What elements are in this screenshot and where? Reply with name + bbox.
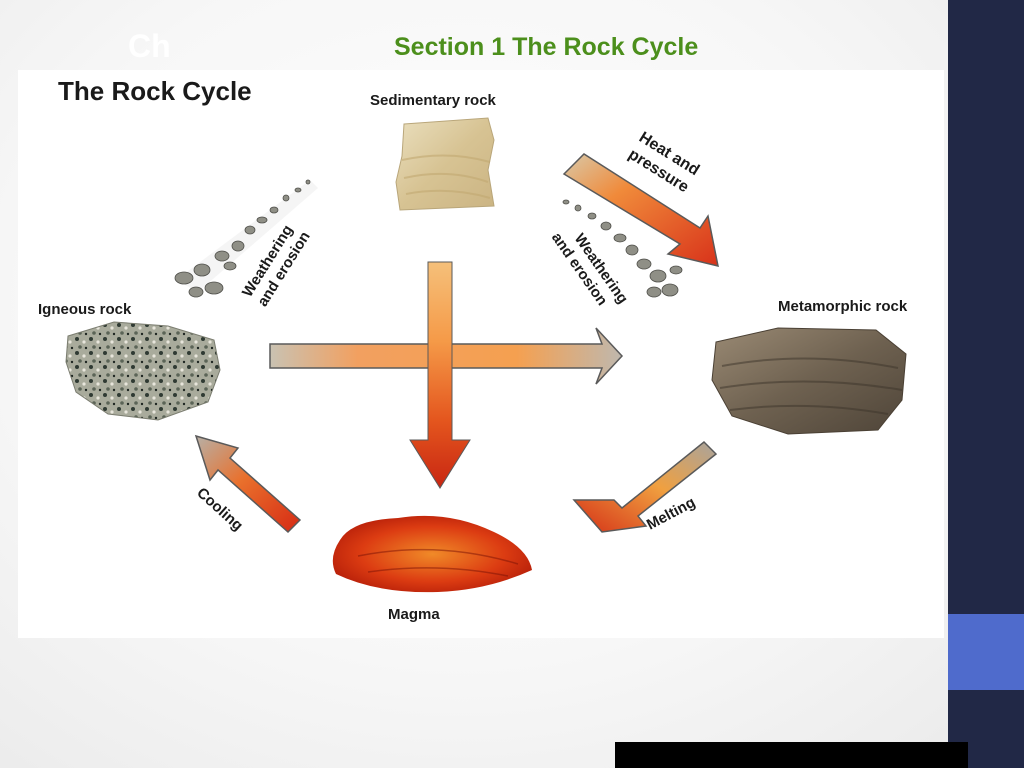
bottom-bar (615, 742, 968, 768)
label-cooling: Cooling (193, 484, 246, 534)
diagram-title: The Rock Cycle (58, 76, 252, 106)
weathering-gravel-right (562, 199, 683, 298)
sidebar-accent-block (948, 614, 1024, 690)
magma-image (332, 515, 532, 593)
label-sedimentary-rock: Sedimentary rock (370, 92, 497, 109)
label-magma: Magma (388, 606, 440, 623)
heat-pressure-arrow (562, 153, 719, 268)
cooling-arrow (194, 434, 302, 534)
label-heat-pressure: Heat and pressure (625, 129, 702, 196)
weathering-gravel-left (174, 179, 318, 298)
chapter-tag: Ch (128, 28, 171, 64)
label-igneous-rock: Igneous rock (38, 301, 132, 318)
igneous-rock-image (65, 321, 221, 421)
section-title: Section 1 The Rock Cycle (394, 33, 699, 61)
rock-cycle-diagram: The Rock Cycle Sedimentary rock Metamorp… (38, 76, 908, 623)
sedimentary-rock-image (395, 117, 495, 211)
label-metamorphic-rock: Metamorphic rock (778, 298, 908, 315)
center-vertical-arrow (409, 261, 471, 489)
rock-cycle-figure: The Rock Cycle Sedimentary rock Metamorp… (18, 70, 944, 638)
melting-arrow (572, 440, 718, 533)
